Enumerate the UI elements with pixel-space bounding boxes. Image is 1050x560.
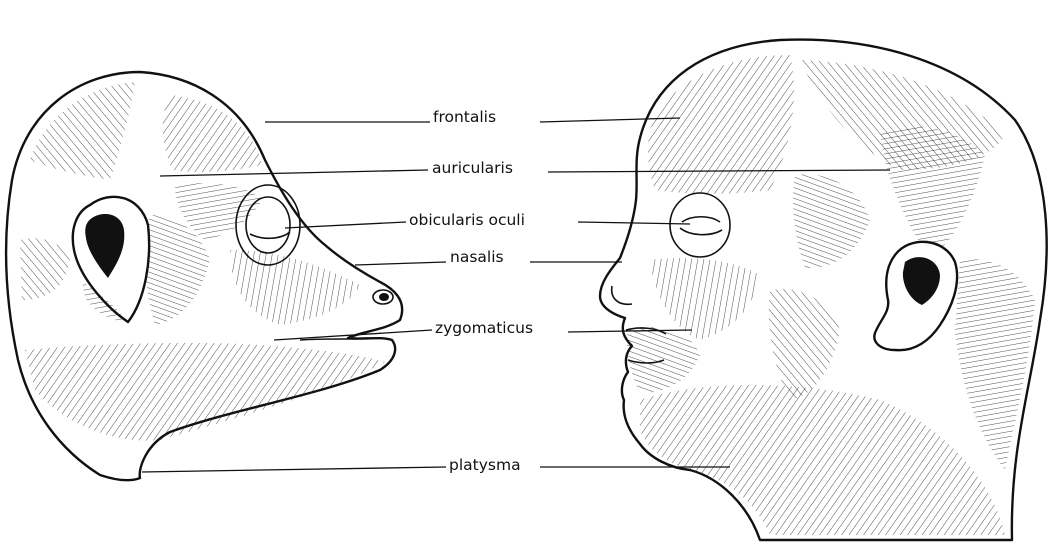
right-head xyxy=(600,40,1047,540)
label-group-platysma: platysma xyxy=(142,456,730,474)
label-group-orbicularis: obicularis oculi xyxy=(285,211,690,229)
label-group-nasalis: nasalis xyxy=(355,248,622,266)
left-nostril xyxy=(379,293,389,301)
nasalis-leader-left xyxy=(355,262,446,265)
label-nasalis: nasalis xyxy=(450,248,504,266)
label-group-frontalis: frontalis xyxy=(265,108,680,126)
left-head xyxy=(6,72,402,480)
label-auricularis: auricularis xyxy=(432,159,513,177)
label-platysma: platysma xyxy=(449,456,521,474)
label-zygomaticus: zygomaticus xyxy=(435,319,533,337)
label-frontalis: frontalis xyxy=(433,108,496,126)
label-orbicularis: obicularis oculi xyxy=(409,211,525,229)
right-frontalis-muscle xyxy=(648,55,794,194)
platysma-leader-left xyxy=(142,467,446,472)
